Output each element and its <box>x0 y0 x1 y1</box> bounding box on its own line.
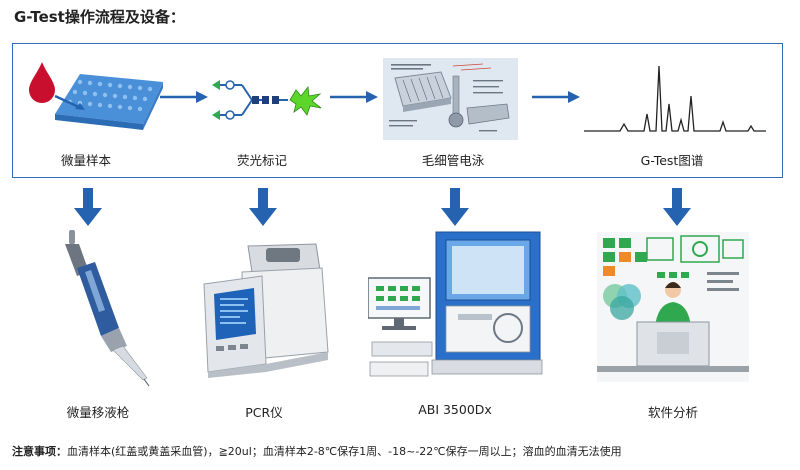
peak-spectrum-icon <box>584 65 766 132</box>
analyzer-illustration <box>367 230 543 390</box>
pipette-icon <box>65 230 150 387</box>
spectrum-illustration <box>580 58 770 138</box>
down-arrow-2 <box>249 188 277 226</box>
device-label-pipette: 微量移液枪 <box>66 405 130 420</box>
flow-arrow-1 <box>160 91 208 103</box>
precautions-note: 注意事项：血清样本(红盖或黄盖采血管)，≧20ul；血清样本2-8℃保存1周、-… <box>12 443 622 459</box>
pcr-machine-icon <box>203 243 329 378</box>
step-label-spectrum: G-Test图谱 <box>640 153 704 168</box>
flow-arrow-2 <box>330 91 378 103</box>
step-label-labeling: 荧光标记 <box>236 153 288 168</box>
fluorescent-label-icon <box>212 80 322 120</box>
blood-drop-plate-icon <box>29 62 163 130</box>
device-label-software: 软件分析 <box>647 405 699 420</box>
down-arrow-1 <box>74 188 102 226</box>
device-label-pcr: PCR仪 <box>245 405 283 420</box>
software-illustration <box>597 232 749 382</box>
precautions-label: 注意事项： <box>12 445 67 458</box>
page-title: G-Test操作流程及设备： <box>14 8 185 26</box>
software-analysis-icon <box>597 232 749 382</box>
down-arrow-3 <box>441 188 469 226</box>
pcr-illustration <box>200 240 335 380</box>
capillary-electrophoresis-icon <box>383 58 518 140</box>
precautions-text: 血清样本(红盖或黄盖采血管)，≧20ul；血清样本2-8℃保存1周、-18~-2… <box>67 445 622 458</box>
sample-illustration <box>25 52 175 142</box>
step-label-electrophoresis: 毛细管电泳 <box>421 153 485 168</box>
down-arrow-4 <box>663 188 691 226</box>
pipette-illustration <box>55 228 155 388</box>
genetic-analyzer-icon <box>367 231 543 377</box>
labeling-illustration <box>208 70 328 130</box>
step-label-sample: 微量样本 <box>60 153 112 168</box>
process-flow-box <box>12 43 783 178</box>
flow-arrow-3 <box>532 91 580 103</box>
device-label-analyzer: ABI 3500Dx <box>418 402 492 417</box>
electrophoresis-illustration <box>383 58 518 140</box>
